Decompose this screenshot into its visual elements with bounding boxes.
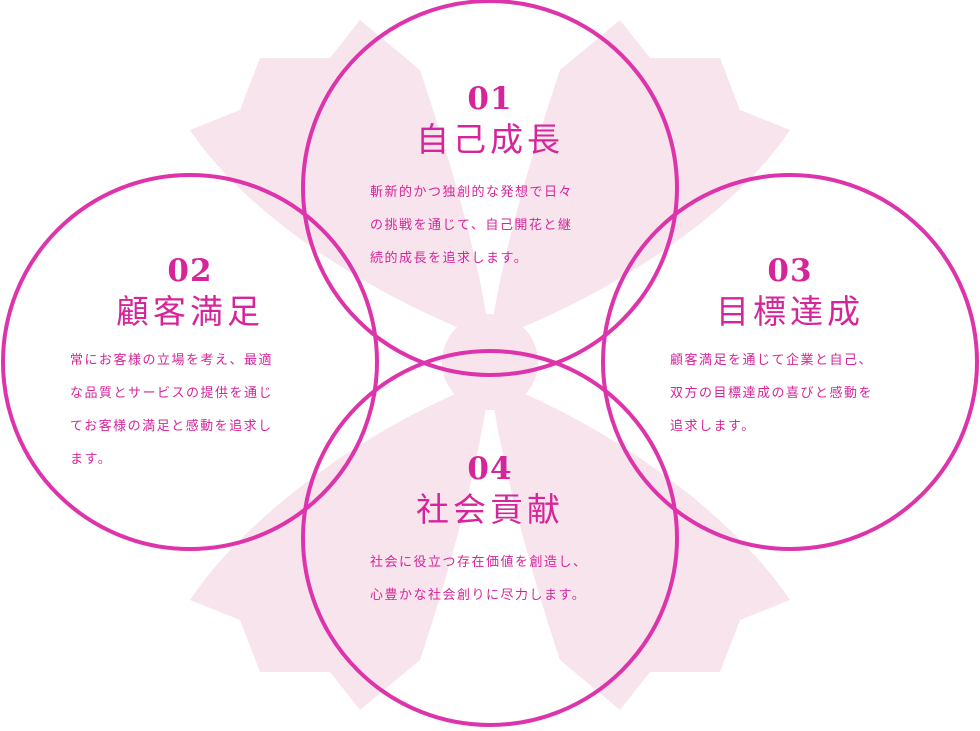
petal-bottom-right [490,380,790,710]
item-01-title: 自己成長 [416,120,564,159]
item-03-line: 顧客満足を通じて企業と自己、 [670,353,874,368]
item-04-line: 社会に役立つ存在価値を創造し、 [370,555,588,570]
item-02-line: 常にお客様の立場を考え、最適 [70,353,274,368]
item-03-line: 追求します。 [670,419,756,434]
item-03: 03 目標達成 顧客満足を通じて企業と自己、 双方の目標達成の喜びと感動を 追求… [650,256,930,443]
item-02-line: てお客様の満足と感動を追求し [70,419,273,434]
item-04-line: 心豊かな社会創りに尽力します。 [370,588,587,603]
blossom-center [442,314,538,410]
item-01-line: 続的成長を追求します。 [370,251,529,266]
item-01: 01 自己成長 斬新的かつ独創的な発想で日々 の挑戦を通じて、自己開花と継 続的… [340,84,640,275]
item-01-line: の挑戦を通じて、自己開花と継 [370,218,573,233]
item-02-line: ます。 [70,452,113,467]
item-02-number: 02 [167,253,213,289]
item-03-description: 顧客満足を通じて企業と自己、 双方の目標達成の喜びと感動を 追求します。 [650,344,930,443]
item-03-number: 03 [767,253,813,289]
item-02-title: 顧客満足 [116,292,264,331]
ring-04 [301,349,679,727]
item-04-title: 社会貢献 [416,490,564,529]
blossom-background [190,20,790,710]
ring-02 [1,173,379,551]
petal-top-left [190,20,490,340]
item-02: 02 顧客満足 常にお客様の立場を考え、最適 な品質とサービスの提供を通じ てお… [50,256,330,476]
item-01-line: 斬新的かつ独創的な発想で日々 [370,185,574,200]
item-01-description: 斬新的かつ独創的な発想で日々 の挑戦を通じて、自己開花と継 続的成長を追求します… [340,176,640,275]
item-03-line: 双方の目標達成の喜びと感動を [670,386,874,401]
item-01-number: 01 [467,81,513,117]
item-04: 04 社会貢献 社会に役立つ存在価値を創造し、 心豊かな社会創りに尽力します。 [340,454,640,612]
item-04-description: 社会に役立つ存在価値を創造し、 心豊かな社会創りに尽力します。 [340,546,640,612]
ring-01 [301,0,679,377]
petal-bottom-left [190,380,490,710]
item-02-description: 常にお客様の立場を考え、最適 な品質とサービスの提供を通じ てお客様の満足と感動… [50,344,330,476]
ring-03 [601,173,979,551]
item-02-line: な品質とサービスの提供を通じ [70,386,274,401]
petal-top-right [490,20,790,340]
item-04-number: 04 [467,451,513,487]
item-03-title: 目標達成 [716,292,864,331]
